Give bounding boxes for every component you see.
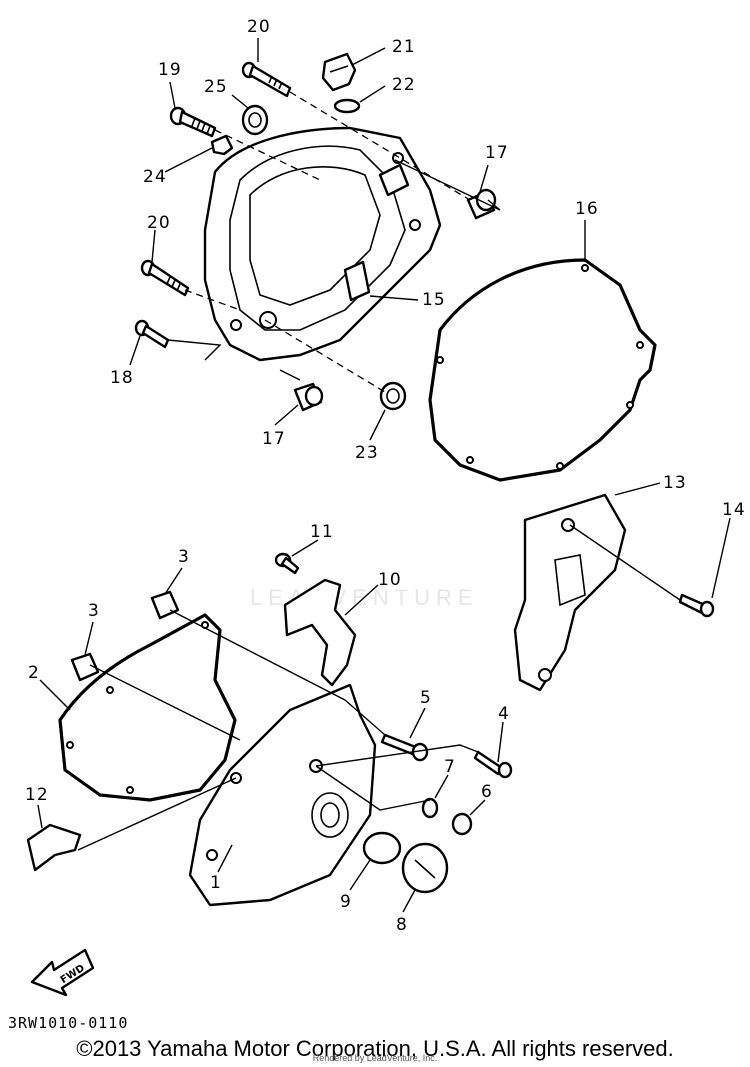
sprocket-cover-13 xyxy=(513,493,627,692)
callout-18: 18 xyxy=(110,368,134,388)
assembly-line-c xyxy=(184,289,241,311)
bolt-19 xyxy=(169,106,217,138)
o-ring-22 xyxy=(333,98,361,114)
leader-1 xyxy=(217,844,233,873)
assembly-line-h xyxy=(569,524,681,601)
dowel-3-upper xyxy=(150,590,180,620)
callout-2: 2 xyxy=(28,663,40,683)
copyright-notice: ©2013 Yamaha Motor Corporation, U.S.A. A… xyxy=(76,1036,674,1061)
plug-6 xyxy=(451,812,473,836)
callout-24: 24 xyxy=(143,167,167,187)
callout-1: 1 xyxy=(210,873,222,893)
bolt-5 xyxy=(380,733,429,762)
leader-11 xyxy=(291,539,319,557)
leader-17b xyxy=(274,404,299,426)
leader-24 xyxy=(164,147,213,173)
callout-13: 13 xyxy=(663,473,687,493)
callout-19: 19 xyxy=(158,60,182,80)
callout-22: 22 xyxy=(392,75,416,95)
drawing-code: 3RW1010-0110 xyxy=(8,1014,129,1032)
dowel-17-lower xyxy=(293,382,324,412)
leader-12 xyxy=(37,804,43,829)
leader-8 xyxy=(402,889,416,913)
leader-17a xyxy=(479,164,489,193)
assembly-line-l xyxy=(315,744,479,767)
callout-10: 10 xyxy=(378,570,402,590)
assembly-line-b xyxy=(214,129,321,181)
rendered-by-credit: Rendered by LeadVenture, Inc. xyxy=(312,1053,438,1063)
callout-17b: 17 xyxy=(262,429,286,449)
bolt-20-upper xyxy=(241,61,292,98)
callout-16: 16 xyxy=(575,199,599,219)
leader-10 xyxy=(344,584,379,616)
callout-21: 21 xyxy=(392,37,416,57)
assembly-line-k xyxy=(344,699,386,736)
callout-9: 9 xyxy=(340,892,352,912)
callout-12: 12 xyxy=(25,785,49,805)
fwd-arrow-icon: FWD xyxy=(30,948,95,997)
dowel-3-lower xyxy=(70,652,100,682)
callout-3b: 3 xyxy=(88,601,100,621)
leader-23 xyxy=(369,409,386,441)
callout-3a: 3 xyxy=(178,547,190,567)
leader-6 xyxy=(469,799,486,816)
leader-20b xyxy=(151,229,156,263)
leader-14 xyxy=(711,517,731,599)
callout-23: 23 xyxy=(355,443,379,463)
bolt-4 xyxy=(473,750,513,779)
assembly-line-j xyxy=(89,664,241,741)
leader-3a xyxy=(164,567,183,595)
leader-13 xyxy=(614,482,661,496)
callout-11: 11 xyxy=(310,522,334,542)
o-ring-9 xyxy=(362,831,402,865)
callout-4: 4 xyxy=(498,704,510,724)
bolt-14 xyxy=(678,593,715,618)
clip-24 xyxy=(210,134,234,156)
oil-seal-25 xyxy=(241,104,269,136)
callout-8: 8 xyxy=(396,915,408,935)
leader-5 xyxy=(409,707,426,739)
leader-2 xyxy=(39,679,71,711)
callout-20a: 20 xyxy=(247,17,271,37)
bolt-18 xyxy=(134,319,170,349)
assembly-line-f xyxy=(279,369,301,381)
filler-plug-21 xyxy=(321,52,357,92)
assembly-line-n xyxy=(77,777,237,851)
plug-8 xyxy=(401,842,449,894)
bracket-10 xyxy=(283,578,357,687)
assembly-line-m xyxy=(315,765,431,811)
leader-3b xyxy=(84,621,94,656)
callout-17a: 17 xyxy=(485,143,509,163)
leader-18 xyxy=(129,335,141,366)
crankcase-cover-15 xyxy=(203,126,442,362)
leader-25 xyxy=(231,94,249,109)
assembly-line-g xyxy=(394,159,501,211)
callout-15: 15 xyxy=(422,290,446,310)
assembly-line-e xyxy=(167,339,222,361)
callout-5: 5 xyxy=(420,688,432,708)
gasket-16 xyxy=(428,258,657,482)
clamp-12 xyxy=(26,823,82,872)
crankcase-cover-1 xyxy=(188,683,377,907)
gasket-2 xyxy=(58,613,237,802)
callout-14: 14 xyxy=(722,500,746,520)
leader-7 xyxy=(434,774,449,799)
leader-21 xyxy=(351,47,386,66)
bolt-20-lower xyxy=(140,259,190,297)
assembly-line-i xyxy=(169,609,346,701)
dowel-17-upper xyxy=(466,188,497,220)
o-ring-7 xyxy=(421,797,439,819)
leader-19 xyxy=(169,81,176,109)
bolt-11 xyxy=(274,552,300,575)
leader-9 xyxy=(349,859,371,891)
collar-23 xyxy=(379,381,407,411)
callout-6: 6 xyxy=(481,782,493,802)
callout-25: 25 xyxy=(204,77,228,97)
callout-7: 7 xyxy=(444,757,456,777)
leader-4 xyxy=(497,721,504,763)
leader-15 xyxy=(369,295,419,301)
callout-20b: 20 xyxy=(147,213,171,233)
leader-22 xyxy=(359,85,386,103)
